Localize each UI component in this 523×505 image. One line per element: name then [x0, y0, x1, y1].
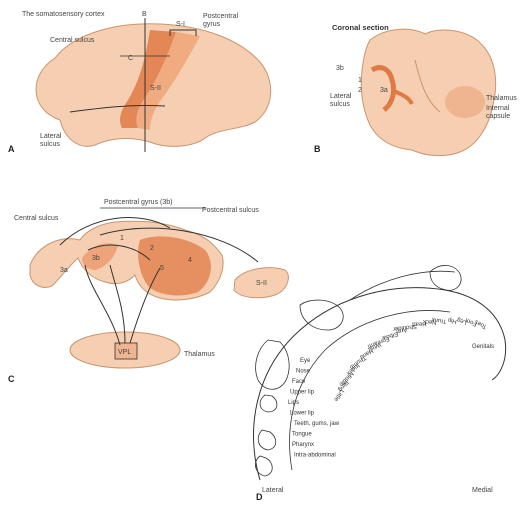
label-lateral-sulcus-a: Lateral sulcus [40, 133, 63, 148]
label-medial-d: Medial [472, 487, 493, 494]
label-lateral-sulcus-b-line2: sulcus [330, 101, 350, 108]
panel-c-letter: C [8, 374, 15, 384]
homunculus-label-lips: Lips [288, 400, 299, 406]
label-sii-c: S-II [256, 280, 267, 287]
label-c-marker: C [128, 55, 133, 62]
homunculus-label-tongue: Tongue [292, 432, 312, 438]
label-lateral-sulcus-b: Lateral sulcus [330, 93, 353, 108]
label-internal-capsule-line2: capsule [486, 113, 510, 120]
homunculus-label-nose: Nose [296, 369, 311, 375]
label-postcentral-sulcus: Postcentral sulcus [202, 207, 259, 214]
label-vpl: VPL [118, 349, 131, 356]
homunculus-label-intra-abdominal: Intra-abdominal [294, 453, 336, 459]
label-1-b: 1 [358, 77, 362, 84]
label-internal-capsule-line1: Internal [486, 105, 510, 112]
lips-figure [260, 395, 277, 412]
panel-a-title: The somatosensory cortex [22, 11, 105, 18]
panel-a-letter: A [8, 144, 15, 154]
label-lateral-sulcus-a-line1: Lateral [40, 133, 62, 140]
face-figure [256, 340, 290, 389]
thalamus-coronal [445, 86, 485, 118]
label-5-c: 5 [160, 265, 164, 272]
label-sii: S-II [150, 85, 161, 92]
homunculus-label-hip: Hip [447, 316, 458, 324]
label-thalamus-b: Thalamus [486, 95, 517, 102]
label-postcentral-a-line2: gyrus [203, 21, 221, 28]
tongue-figure [258, 430, 276, 450]
label-3b-c: 3b [92, 255, 100, 262]
homunculus-label-eye: Eye [300, 358, 311, 364]
label-3a-c: 3a [60, 267, 68, 274]
panel-b-letter: B [314, 144, 321, 154]
label-genitals: Genitals [472, 344, 494, 350]
label-internal-capsule: Internal capsule [486, 105, 511, 120]
label-postcentral-a-line1: Postcentral [203, 13, 238, 20]
label-lateral-sulcus-b-line1: Lateral [330, 93, 352, 100]
label-1-c: 1 [120, 235, 124, 242]
foot-figure [430, 265, 461, 290]
panel-b-title: Coronal section [332, 23, 389, 32]
label-central-sulcus-c: Central sulcus [14, 215, 59, 222]
label-b-marker: B [142, 11, 147, 18]
label-si: S-I [176, 21, 185, 28]
label-lateral-sulcus-a-line2: sulcus [40, 141, 60, 148]
label-postcentral-a: Postcentral gyrus [203, 13, 240, 28]
homunculus-label-lower-lip: Lower lip [290, 411, 315, 417]
label-2-b: 2 [358, 87, 362, 94]
label-thalamus-c: Thalamus [184, 351, 215, 358]
homunculus-label-teeth-gums-jaw: Teeth, gums, jaw [294, 421, 340, 427]
label-lateral-d: Lateral [262, 487, 284, 494]
label-postcentral-gyrus-c: Postcentral gyrus (3b) [104, 199, 172, 206]
homunculus-label-pharynx: Pharynx [292, 442, 314, 448]
homunculus-left-labels: EyeNoseFaceUpper lipLipsLower lipTeeth, … [288, 358, 340, 459]
homunculus-label-trunk: Trunk [430, 316, 447, 324]
label-3b-b: 3b [336, 65, 344, 72]
trunk-leg-figure [350, 271, 455, 300]
homunculus-label-upper-lip: Upper lip [290, 390, 315, 396]
label-2-c: 2 [150, 245, 154, 252]
panel-c-section [30, 208, 288, 368]
hand-figure [300, 300, 343, 330]
label-4-c: 4 [188, 257, 192, 264]
label-central-sulcus-a: Central sulcus [50, 37, 95, 44]
homunculus-label-face: Face [292, 379, 306, 385]
label-3a-b: 3a [380, 87, 388, 94]
